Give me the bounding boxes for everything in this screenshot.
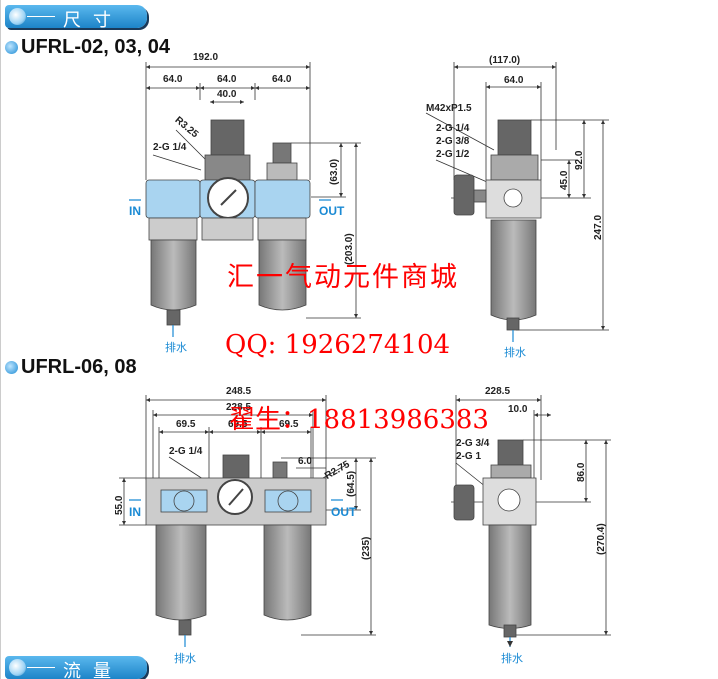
drain-label: 排水: [501, 652, 523, 665]
dim-w3: 69.5: [279, 419, 299, 430]
dim-h2: (235): [361, 536, 372, 560]
drain-label: 排水: [174, 652, 196, 665]
port-label: 2-G 3/4: [456, 438, 490, 449]
out-label: OUT: [319, 204, 345, 218]
header-label: 流量表: [63, 661, 123, 679]
ufrl-02-front-unit: [145, 119, 542, 331]
dim-side: 55.0: [114, 495, 125, 515]
flow-table-header-banner: 流量表: [5, 656, 147, 679]
dim-knob: 40.0: [217, 89, 237, 100]
drain-label: 排水: [165, 341, 187, 354]
dim-h2: 45.0: [559, 170, 570, 190]
section-title-ufrl-02: UFRL-02, 03, 04: [5, 36, 170, 59]
dim-width: 64.0: [504, 75, 524, 86]
dim-w2: 69.5: [228, 419, 248, 430]
dim-h3: 247.0: [593, 214, 604, 240]
dim-overall: (117.0): [489, 55, 521, 66]
dim-h1: (64.5): [346, 470, 357, 497]
dim-h2: (270.4): [596, 523, 607, 555]
title-text: UFRL-06, 08: [21, 356, 137, 378]
ufrl-06-front-unit: [145, 439, 537, 638]
bullet-icon: [5, 361, 18, 374]
dim-w3: 64.0: [272, 74, 292, 85]
port-label: 2-G 1/4: [169, 446, 203, 457]
dim-w2: 64.0: [217, 74, 237, 85]
port-label: 2-G 1/4: [436, 123, 470, 134]
out-label: OUT: [331, 505, 357, 519]
watermark-qq: QQ: 1926274104: [225, 330, 451, 360]
watermark-phone: 翟生：18813986383: [229, 405, 489, 435]
section-title-ufrl-06: UFRL-06, 08: [5, 356, 137, 379]
bullet-icon: [9, 659, 26, 676]
dim-inner: 228.5: [226, 402, 252, 413]
header-label: 尺寸圖: [63, 10, 123, 57]
dimensions-header-banner: 尺寸圖: [5, 5, 147, 57]
dim-h1: 92.0: [574, 150, 585, 170]
dim-overall: 228.5: [485, 386, 511, 397]
dimension-lines: [119, 62, 611, 636]
dim-gap: 6.0: [298, 456, 312, 467]
port-label: 2-G 1/4: [153, 142, 187, 153]
thread-label: M42xP1.5: [426, 103, 472, 114]
flow-arrows: [129, 199, 513, 647]
port-label: 2-G 3/8: [436, 136, 470, 147]
drain-label: 排水: [504, 346, 526, 359]
in-label: IN: [129, 204, 141, 218]
title-text: UFRL-02, 03, 04: [21, 36, 170, 58]
dim-w1: 64.0: [163, 74, 183, 85]
in-label: IN: [129, 505, 141, 519]
dim-w1: 69.5: [176, 419, 196, 430]
dim-h1: 86.0: [576, 462, 587, 482]
bullet-icon: [9, 8, 26, 25]
watermark-shop: 汇一气动元件商城: [227, 262, 459, 293]
dim-overall: 248.5: [226, 386, 252, 397]
dim-h1: (63.0): [329, 158, 340, 185]
port-label: 2-G 1/2: [436, 149, 470, 160]
port-label: 2-G 1: [456, 451, 482, 462]
bullet-icon: [5, 41, 18, 54]
dim-overall: 192.0: [193, 52, 219, 63]
dim-offset: 10.0: [508, 404, 528, 415]
